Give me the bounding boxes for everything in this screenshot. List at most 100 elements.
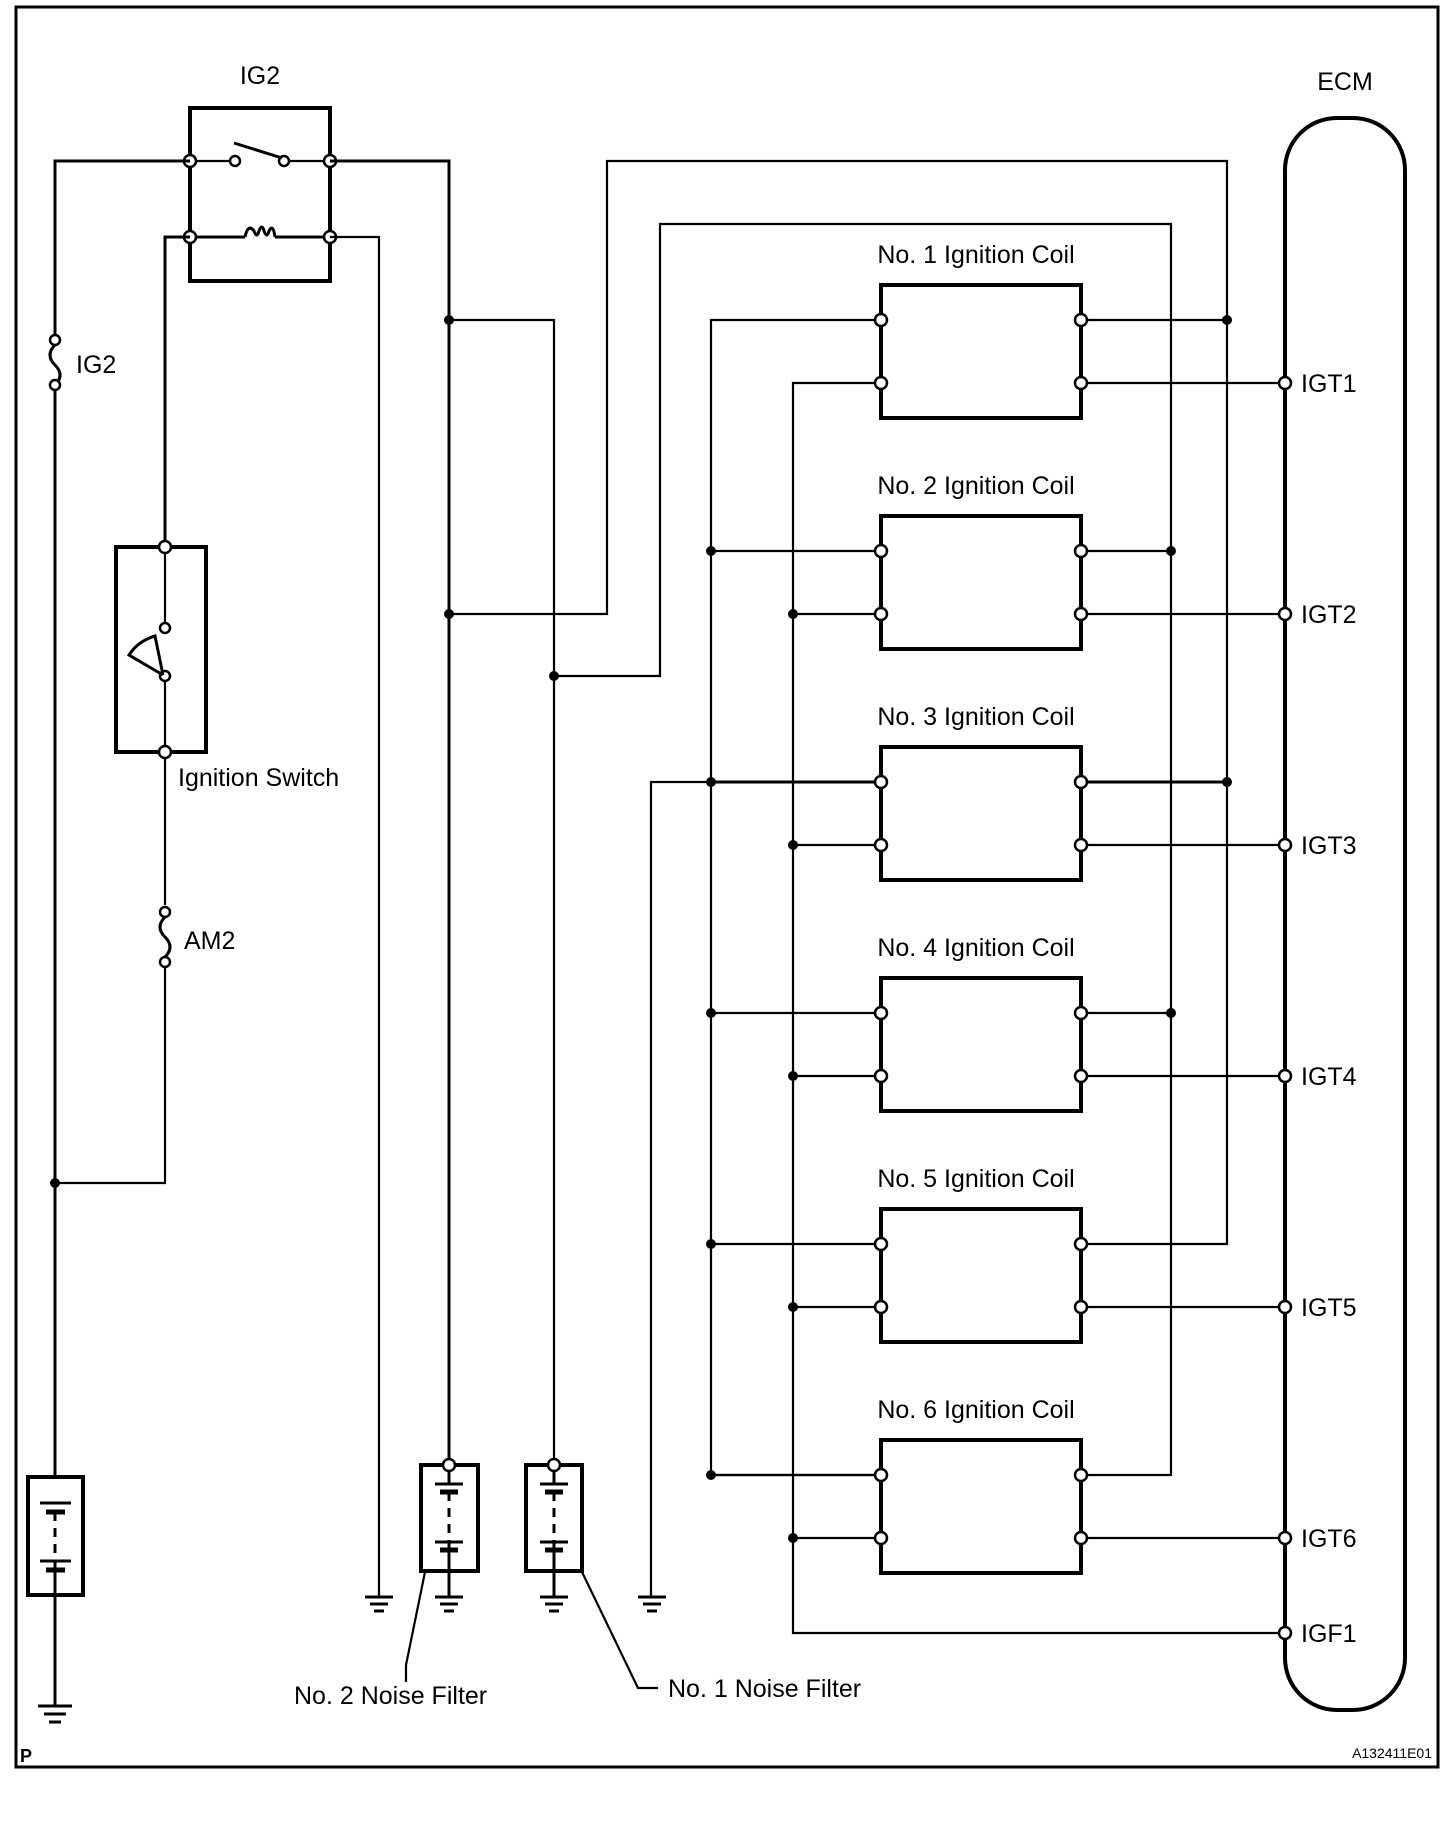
ignition-switch-box [114, 545, 208, 754]
key-switch-icon [126, 634, 165, 677]
junction-dot [706, 1470, 716, 1480]
coil-label: No. 2 Ignition Coil [877, 472, 1074, 500]
relay-switch-arm [233, 141, 283, 160]
coil-pin [873, 1236, 889, 1252]
ignition-coil-6: No. 6 Ignition Coil [706, 1396, 1285, 1575]
ecm-terminal-igt2: IGT2 [1277, 601, 1357, 629]
coil-pin [1073, 1236, 1089, 1252]
ignition-coil-5: No. 5 Ignition Coil [706, 1165, 1285, 1344]
wire-nf1-feed [449, 318, 556, 1465]
terminal-label: IGT3 [1301, 832, 1357, 860]
coil-box [879, 745, 1083, 882]
coil-pin [1073, 1467, 1089, 1483]
coil-label: No. 1 Ignition Coil [877, 241, 1074, 269]
am2-fuse-label: AM2 [184, 927, 235, 955]
relay-coil-icon [243, 225, 277, 238]
ecm: ECM [1283, 68, 1407, 1712]
junction-dot [1166, 1008, 1176, 1018]
coil-pin [873, 312, 889, 328]
figure-id: A132411E01 [1352, 1745, 1432, 1761]
terminal-pin [1277, 1625, 1293, 1641]
fuse-icon [158, 915, 172, 959]
coil-pin [1073, 606, 1089, 622]
terminal-label: IGT6 [1301, 1525, 1357, 1553]
ignition-switch-label: Ignition Switch [178, 764, 339, 792]
terminal-pin [1277, 375, 1293, 391]
coil-pin [873, 1467, 889, 1483]
coil-label: No. 4 Ignition Coil [877, 934, 1074, 962]
ecm-label: ECM [1317, 68, 1373, 96]
am2-fuse: AM2 [155, 905, 235, 969]
junction-dot [788, 840, 798, 850]
coil-pin [1073, 774, 1089, 790]
wire-am2 [55, 752, 167, 1185]
junction-dot [706, 777, 716, 787]
coil-label: No. 5 Ignition Coil [877, 1165, 1074, 1193]
noise-filter-2: No. 2 Noise Filter [294, 1457, 487, 1710]
junction-dot [1166, 546, 1176, 556]
ecm-box [1283, 116, 1407, 1712]
ignition-coil-1: No. 1 Ignition Coil [873, 241, 1285, 420]
coil-box [879, 283, 1083, 420]
coil-pin [1073, 1530, 1089, 1546]
relay-box [188, 106, 332, 283]
terminal-label: IGT1 [1301, 370, 1357, 398]
ig2-fuse: IG2 [45, 332, 116, 392]
wire-igf-bus [791, 381, 1285, 1635]
coil-pin [873, 774, 889, 790]
coil-box [879, 1438, 1083, 1575]
coil-pin [1073, 837, 1089, 853]
wire-coil-ground [649, 780, 711, 1596]
coil-pin [873, 1530, 889, 1546]
ignition-coil-3: No. 3 Ignition Coil [706, 703, 1285, 882]
coil-pin [873, 1005, 889, 1021]
terminal-pin [1277, 606, 1293, 622]
junction-dot [1222, 777, 1232, 787]
corner-mark: P [20, 1746, 32, 1766]
coil-pin [873, 837, 889, 853]
ig2-fuse-label: IG2 [76, 351, 116, 379]
leader-line [404, 1571, 427, 1682]
ignition-coil-4: No. 4 Ignition Coil [706, 934, 1285, 1113]
coil-pin [873, 1068, 889, 1084]
junction-dot [706, 546, 716, 556]
relay-label: IG2 [240, 62, 280, 90]
coil-box [879, 976, 1083, 1113]
junction-dot [1222, 315, 1232, 325]
coil-pin [873, 606, 889, 622]
junction-dot [788, 609, 798, 619]
terminal-pin [1277, 1530, 1293, 1546]
wire-power-loop-a [449, 159, 1229, 1246]
coil-pin [873, 543, 889, 559]
ground-icon [365, 1595, 393, 1613]
noise-filter-1: No. 1 Noise Filter [524, 1457, 861, 1703]
coil-box [879, 514, 1083, 651]
coil-label: No. 6 Ignition Coil [877, 1396, 1074, 1424]
wire-relay-ground [330, 235, 381, 1596]
noise-filter-1-label: No. 1 Noise Filter [668, 1675, 861, 1703]
fuse-icon [48, 343, 62, 387]
wire-battery-feed [53, 159, 190, 1477]
ecm-terminal-igt4: IGT4 [1277, 1063, 1357, 1091]
terminal-pin [1277, 1068, 1293, 1084]
junction-dot [788, 1533, 798, 1543]
coil-pin [1073, 543, 1089, 559]
coil-box [879, 1207, 1083, 1344]
coil-pin [873, 1299, 889, 1315]
coil-pin [1073, 375, 1089, 391]
diagram-frame [14, 5, 1440, 1769]
coil-pin [873, 375, 889, 391]
ecm-terminal-igt3: IGT3 [1277, 832, 1357, 860]
terminal-label: IGF1 [1301, 1620, 1357, 1648]
ecm-terminal-igt1: IGT1 [1277, 370, 1357, 398]
ignition-coil-2: No. 2 Ignition Coil [706, 472, 1285, 651]
coil-pin [1073, 1299, 1089, 1315]
junction-dot [706, 1008, 716, 1018]
junction-dot [706, 1239, 716, 1249]
relay-switch-contact [228, 154, 242, 168]
wire-ig2-output [330, 159, 451, 1465]
wire-power-loop-b [554, 222, 1173, 1477]
ecm-terminal-igf1: IGF1 [1277, 1620, 1357, 1648]
noise-filter-2-label: No. 2 Noise Filter [294, 1682, 487, 1710]
